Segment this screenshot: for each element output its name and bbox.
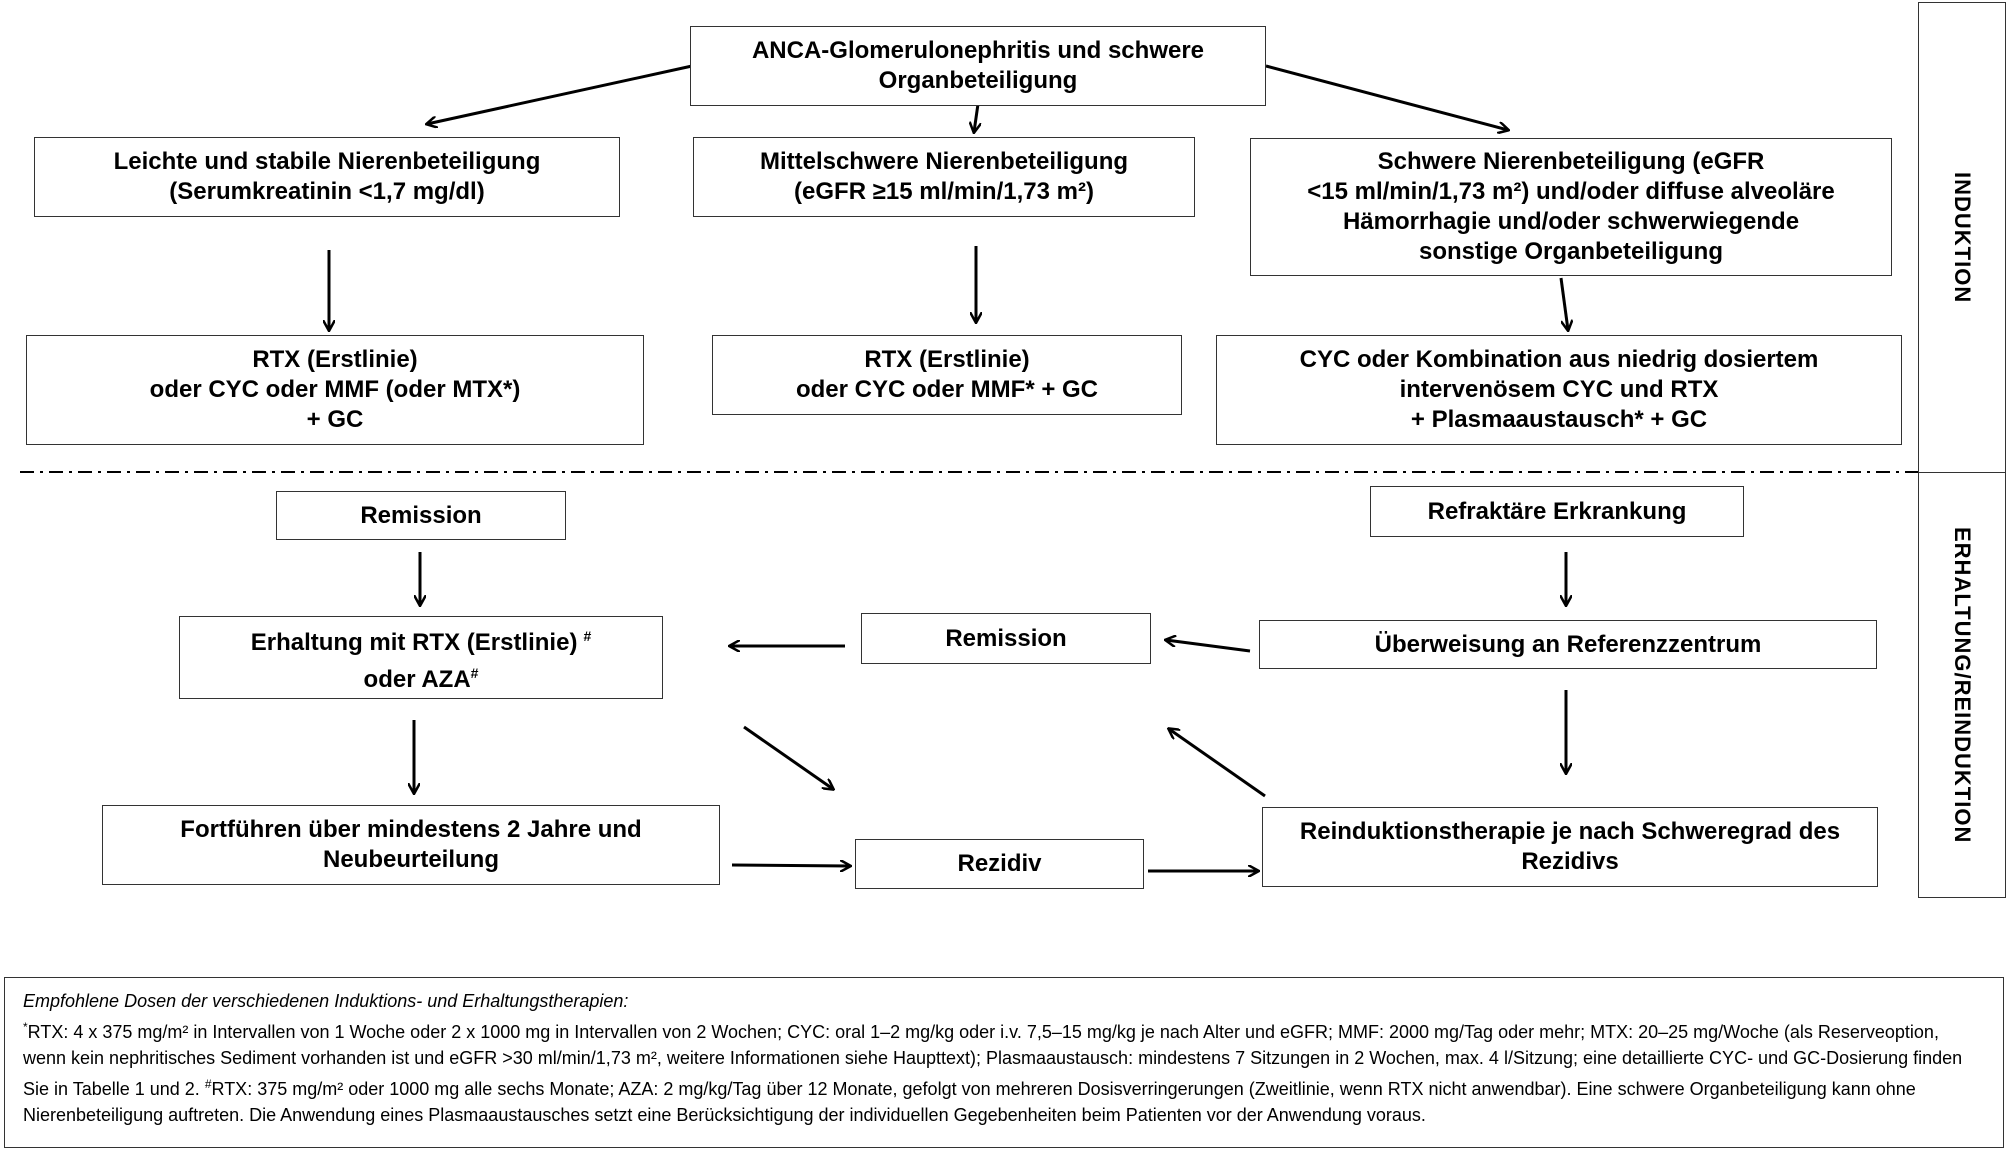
refractory-box: Refraktäre Erkrankung: [1370, 486, 1744, 537]
moderate-kidney-box: Mittelschwere Nierenbeteiligung (eGFR ≥1…: [693, 137, 1195, 217]
referral-box: Überweisung an Referenzzentrum: [1259, 620, 1877, 669]
mild-therapy-box: RTX (Erstlinie) oder CYC oder MMF (oder …: [26, 335, 644, 445]
mild-kidney-box: Leichte und stabile Nierenbeteiligung (S…: [34, 137, 620, 217]
induction-side-panel: INDUKTION: [1918, 2, 2006, 473]
maintenance-label: ERHALTUNG/REINDUKTION: [1950, 526, 1975, 844]
dosage-footnote: Empfohlene Dosen der verschiedenen Induk…: [4, 977, 2004, 1148]
arrow-top-to-moderate: [974, 103, 978, 132]
severe-therapy-box: CYC oder Kombination aus niedrig dosiert…: [1216, 335, 1902, 445]
arrow-reinduction-to-remission-mid: [1169, 729, 1266, 798]
arrow-continue-to-relapse: [731, 865, 850, 866]
continue-box: Fortführen über mindestens 2 Jahre und N…: [102, 805, 720, 885]
remission-mid-box: Remission: [861, 613, 1151, 664]
reinduction-box: Reinduktionstherapie je nach Schweregrad…: [1262, 807, 1878, 887]
maintenance-side-panel: ERHALTUNG/REINDUKTION: [1918, 472, 2006, 898]
arrow-top-to-severe: [1265, 64, 1508, 130]
footnote-body: *RTX: 4 x 375 mg/m² in Intervallen von 1…: [23, 1020, 1963, 1125]
severe-kidney-box: Schwere Nierenbeteiligung (eGFR <15 ml/m…: [1250, 138, 1892, 276]
moderate-therapy-box: RTX (Erstlinie) oder CYC oder MMF* + GC: [712, 335, 1182, 415]
remission-left-box: Remission: [276, 491, 566, 540]
footnote-title: Empfohlene Dosen der verschiedenen Induk…: [23, 991, 629, 1011]
relapse-box: Rezidiv: [855, 839, 1144, 889]
arrow-top-to-mild: [427, 64, 693, 124]
arrow-maintenance-to-relapse: [743, 725, 833, 789]
arrow-severe-to-therapy: [1559, 277, 1568, 330]
anca-top-box: ANCA-Glomerulonephritis und schwere Orga…: [690, 26, 1266, 106]
arrow-referral-to-remission-mid: [1166, 640, 1251, 653]
induction-label: INDUKTION: [1950, 171, 1975, 304]
maintenance-box: Erhaltung mit RTX (Erstlinie)# oder AZA#: [179, 616, 663, 699]
